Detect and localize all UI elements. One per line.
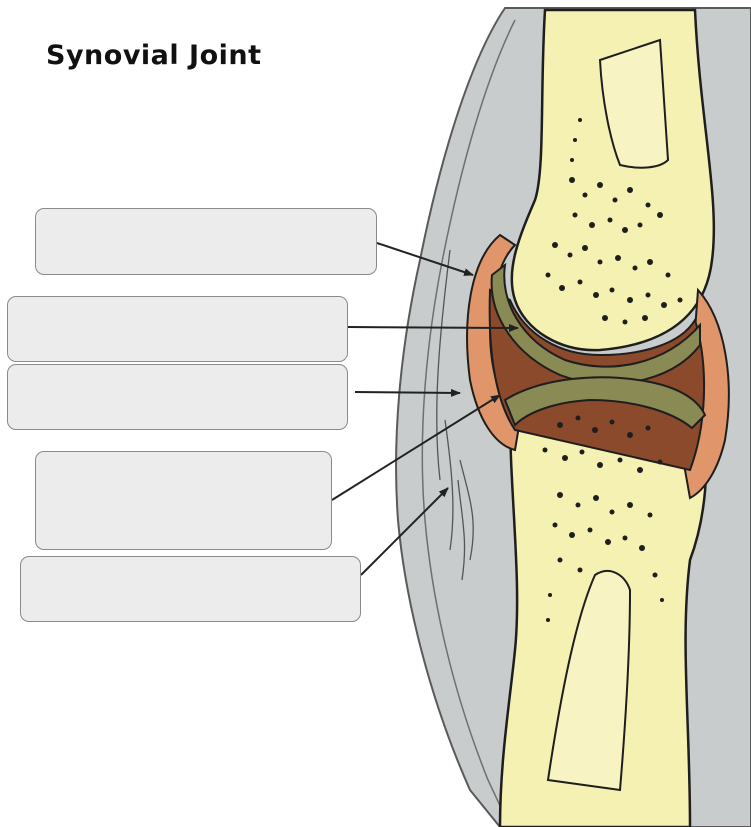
label-box-1[interactable]	[35, 208, 377, 275]
leader-line-2	[348, 327, 518, 328]
label-box-5[interactable]	[20, 556, 361, 622]
label-box-4[interactable]	[35, 451, 332, 550]
label-box-3[interactable]	[7, 364, 348, 430]
label-box-2[interactable]	[7, 296, 348, 362]
leader-line-3	[355, 392, 460, 393]
